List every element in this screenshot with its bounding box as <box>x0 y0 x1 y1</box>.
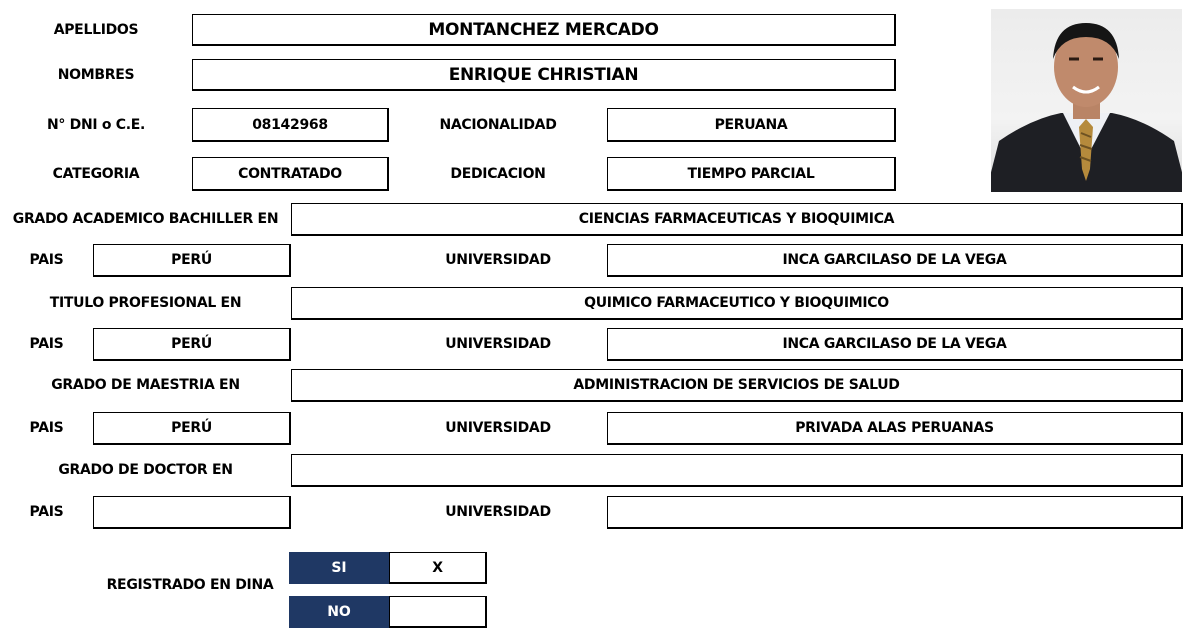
dni-field[interactable]: 08142968 <box>192 108 389 142</box>
dina-no-mark[interactable] <box>389 596 487 628</box>
maestria-pais-field[interactable]: PERÚ <box>93 412 291 445</box>
doctor-pais-field[interactable] <box>93 496 291 529</box>
titulo-label: TITULO PROFESIONAL EN <box>49 295 242 311</box>
doctor-universidad-field[interactable] <box>607 496 1183 529</box>
bachiller-label: GRADO ACADEMICO BACHILLER EN <box>12 211 279 227</box>
maestria-pais-label: PAIS <box>29 420 64 436</box>
dina-no-header: NO <box>289 596 389 628</box>
bachiller-pais-field[interactable]: PERÚ <box>93 244 291 277</box>
doctor-field[interactable] <box>291 454 1183 487</box>
bachiller-universidad-label: UNIVERSIDAD <box>445 252 551 268</box>
bachiller-universidad-field[interactable]: INCA GARCILASO DE LA VEGA <box>607 244 1183 277</box>
categoria-field[interactable]: CONTRATADO <box>192 157 389 191</box>
bachiller-field[interactable]: CIENCIAS FARMACEUTICAS Y BIOQUIMICA <box>291 203 1183 236</box>
apellidos-label: APELLIDOS <box>53 22 139 38</box>
bachiller-pais-label: PAIS <box>29 252 64 268</box>
doctor-pais-label: PAIS <box>29 504 64 520</box>
profile-photo <box>991 9 1182 192</box>
nombres-label: NOMBRES <box>57 67 135 83</box>
nacionalidad-field[interactable]: PERUANA <box>607 108 896 142</box>
doctor-universidad-label: UNIVERSIDAD <box>445 504 551 520</box>
dina-si-header: SI <box>289 552 389 584</box>
nombres-field[interactable]: ENRIQUE CHRISTIAN <box>192 59 896 91</box>
categoria-label: CATEGORIA <box>52 166 140 182</box>
titulo-universidad-field[interactable]: INCA GARCILASO DE LA VEGA <box>607 328 1183 361</box>
apellidos-field[interactable]: MONTANCHEZ MERCADO <box>192 14 896 46</box>
nacionalidad-label: NACIONALIDAD <box>439 117 557 133</box>
dedicacion-label: DEDICACION <box>450 166 546 182</box>
titulo-pais-field[interactable]: PERÚ <box>93 328 291 361</box>
doctor-label: GRADO DE DOCTOR EN <box>58 462 233 478</box>
titulo-universidad-label: UNIVERSIDAD <box>445 336 551 352</box>
dni-label: N° DNI o C.E. <box>46 117 146 133</box>
titulo-field[interactable]: QUIMICO FARMACEUTICO Y BIOQUIMICO <box>291 287 1183 320</box>
maestria-label: GRADO DE MAESTRIA EN <box>51 377 240 393</box>
maestria-universidad-label: UNIVERSIDAD <box>445 420 551 436</box>
dedicacion-field[interactable]: TIEMPO PARCIAL <box>607 157 896 191</box>
dina-label: REGISTRADO EN DINA <box>106 577 274 593</box>
dina-si-mark[interactable]: X <box>389 552 487 584</box>
maestria-universidad-field[interactable]: PRIVADA ALAS PERUANAS <box>607 412 1183 445</box>
titulo-pais-label: PAIS <box>29 336 64 352</box>
maestria-field[interactable]: ADMINISTRACION DE SERVICIOS DE SALUD <box>291 369 1183 402</box>
portrait-image <box>991 23 1182 192</box>
